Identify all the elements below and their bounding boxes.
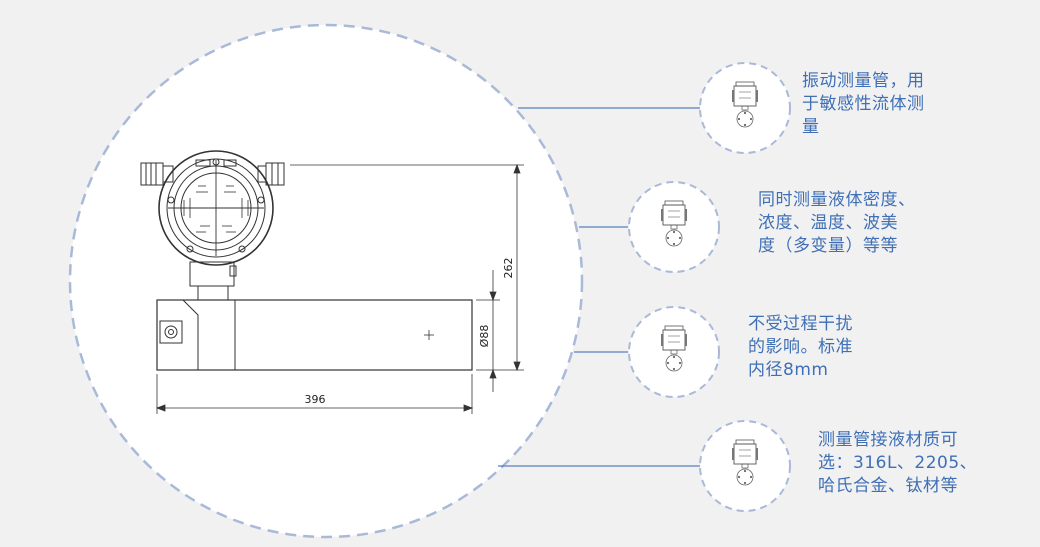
feature-line: 浓度、温度、波美 <box>758 213 898 233</box>
feature-line: 哈氏合金、钛材等 <box>818 476 958 496</box>
feature-text-3: 不受过程干扰 的影响。标准 内径8mm <box>748 313 853 382</box>
feature-circle-4 <box>699 420 791 512</box>
main-circle <box>68 23 584 539</box>
feature-line: 度（多变量）等等 <box>758 236 898 256</box>
feature-circle-2 <box>628 181 720 273</box>
feature-text-4: 测量管接液材质可 选：316L、2205、 哈氏合金、钛材等 <box>818 429 977 498</box>
transmitter-drawing <box>140 150 473 371</box>
feature-text-2: 同时测量液体密度、 浓度、温度、波美 度（多变量）等等 <box>758 189 916 258</box>
dimension-length: 396 <box>305 393 326 406</box>
feature-line: 振动测量管，用 <box>802 71 925 91</box>
dimension-lines <box>155 163 524 414</box>
feature-line: 的影响。标准 <box>748 337 853 357</box>
feature-line: 于敏感性流体测 <box>802 94 925 114</box>
feature-text-1: 振动测量管，用 于敏感性流体测 量 <box>802 70 925 139</box>
dimension-diameter: Ø88 <box>478 325 491 348</box>
feature-circle-3 <box>628 306 720 398</box>
dimension-height: 262 <box>502 258 515 279</box>
feature-line: 选：316L、2205、 <box>818 453 978 473</box>
feature-line: 同时测量液体密度、 <box>758 190 916 210</box>
feature-line: 内径8mm <box>748 360 829 380</box>
feature-line: 测量管接液材质可 <box>818 430 958 450</box>
feature-line: 不受过程干扰 <box>748 314 853 334</box>
feature-line: 量 <box>802 117 820 137</box>
feature-circle-1 <box>699 62 791 154</box>
